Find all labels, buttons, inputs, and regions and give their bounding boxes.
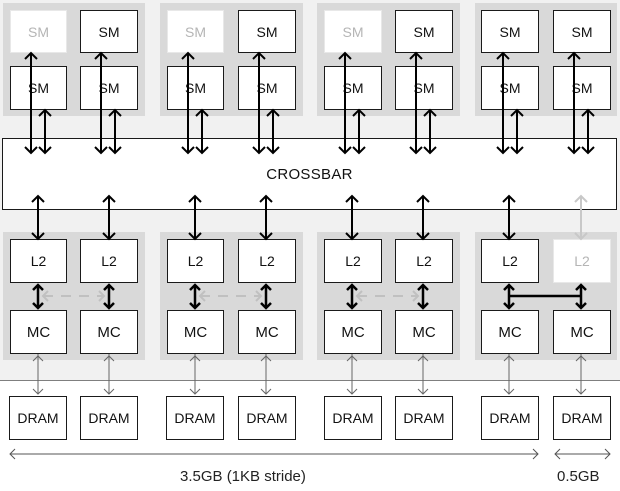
sm-unit: SM bbox=[238, 10, 296, 53]
segment-label-slow: 0.5GB bbox=[557, 468, 600, 485]
sm-unit: SM bbox=[395, 10, 453, 53]
sm-unit: SM bbox=[10, 66, 67, 110]
dram-module: DRAM bbox=[395, 396, 453, 440]
sm-unit: SM bbox=[167, 66, 224, 110]
sm-unit: SM bbox=[395, 66, 453, 110]
arrowhead-icon bbox=[417, 388, 429, 395]
sm-unit: SM bbox=[553, 10, 611, 53]
sm-unit: SM bbox=[238, 66, 296, 110]
arrowhead-icon bbox=[554, 448, 561, 460]
l2-cache: L2 bbox=[10, 239, 67, 283]
arrowhead-icon bbox=[189, 388, 201, 395]
sm-unit: SM bbox=[481, 10, 539, 53]
memory-controller: MC bbox=[10, 310, 67, 354]
sm-unit: SM bbox=[553, 66, 611, 110]
l2-cache: L2 bbox=[238, 239, 296, 283]
memory-controller: MC bbox=[238, 310, 296, 354]
l2-cache: L2 bbox=[481, 239, 539, 283]
arrowhead-icon bbox=[260, 388, 272, 395]
sm-unit: SM bbox=[324, 10, 382, 53]
crossbar-label: CROSSBAR bbox=[266, 165, 353, 183]
sm-unit: SM bbox=[324, 66, 382, 110]
l2-cache: L2 bbox=[553, 239, 611, 283]
dram-module: DRAM bbox=[481, 396, 539, 440]
arrowhead-icon bbox=[32, 388, 44, 395]
dram-module: DRAM bbox=[324, 396, 382, 440]
dram-module: DRAM bbox=[238, 396, 296, 440]
arrowhead-icon bbox=[503, 388, 515, 395]
arrowhead-icon bbox=[103, 388, 115, 395]
arrowhead-icon bbox=[575, 388, 587, 395]
memory-controller: MC bbox=[167, 310, 224, 354]
dram-module: DRAM bbox=[80, 396, 138, 440]
memory-controller: MC bbox=[395, 310, 453, 354]
dram-divider-line bbox=[0, 380, 620, 381]
sm-unit: SM bbox=[167, 10, 224, 53]
arrowhead-icon bbox=[9, 448, 16, 460]
memory-controller: MC bbox=[80, 310, 138, 354]
dram-module: DRAM bbox=[553, 396, 611, 440]
sm-unit: SM bbox=[481, 66, 539, 110]
sm-unit: SM bbox=[80, 66, 138, 110]
l2-cache: L2 bbox=[395, 239, 453, 283]
sm-unit: SM bbox=[10, 10, 67, 53]
memory-controller: MC bbox=[481, 310, 539, 354]
memory-controller: MC bbox=[324, 310, 382, 354]
dram-module: DRAM bbox=[9, 396, 67, 440]
l2-cache: L2 bbox=[324, 239, 382, 283]
segment-label-main: 3.5GB (1KB stride) bbox=[180, 468, 306, 485]
crossbar: CROSSBAR bbox=[2, 138, 617, 210]
arrowhead-icon bbox=[532, 448, 539, 460]
l2-cache: L2 bbox=[167, 239, 224, 283]
l2-cache: L2 bbox=[80, 239, 138, 283]
arrowhead-icon bbox=[604, 448, 611, 460]
memory-controller: MC bbox=[553, 310, 611, 354]
sm-unit: SM bbox=[80, 10, 138, 53]
arrowhead-icon bbox=[346, 388, 358, 395]
dram-module: DRAM bbox=[166, 396, 224, 440]
